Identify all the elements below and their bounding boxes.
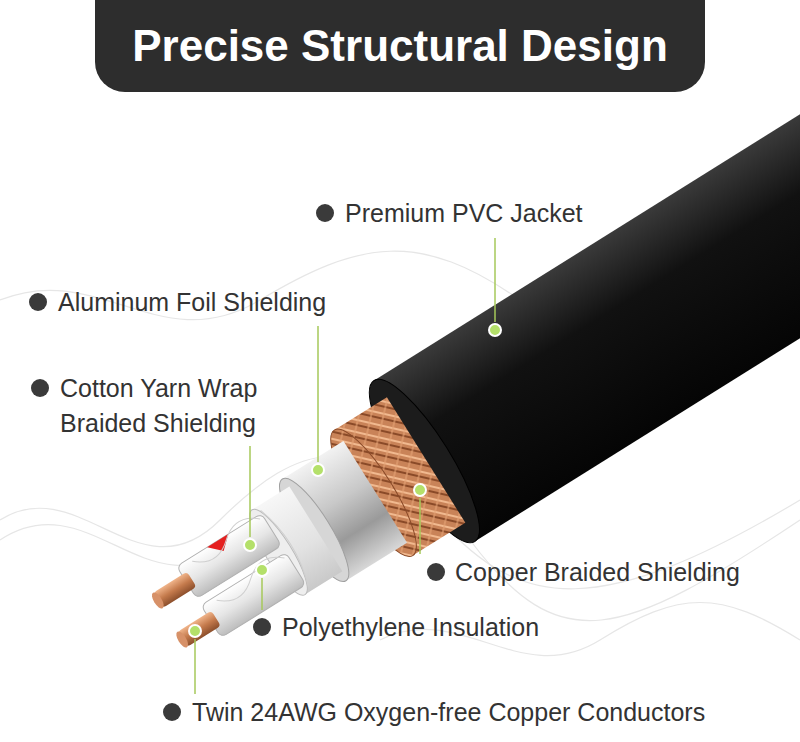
callout-label: Cotton Yarn Wrap Braided Shielding (60, 371, 320, 441)
callout-label: Polyethylene Insulation (282, 610, 782, 645)
callout-label: Premium PVC Jacket (345, 196, 765, 231)
title-banner: Precise Structural Design (95, 0, 705, 92)
title-text: Precise Structural Design (132, 21, 668, 71)
callout-label: Twin 24AWG Oxygen-free Copper Conductors (192, 695, 792, 730)
callout-label: Copper Braided Shielding (455, 555, 795, 590)
callout-label: Aluminum Foil Shielding (58, 285, 438, 320)
